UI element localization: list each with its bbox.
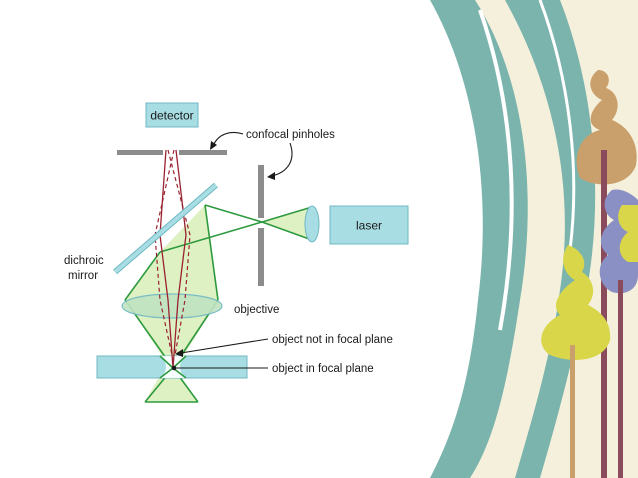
beam-fill-below — [145, 375, 198, 402]
laser-label: laser — [356, 219, 382, 233]
detector-pinhole-plate-right — [179, 150, 227, 155]
decorative-background — [430, 0, 638, 478]
laser-pinhole-plate-top — [258, 165, 264, 218]
teal-swoosh-left — [430, 0, 528, 478]
confocal-pinholes-label: confocal pinholes — [246, 129, 335, 141]
detector-pinhole-plate-left — [117, 150, 163, 155]
emission-rays — [154, 149, 191, 369]
pinhole-arrow-laser — [271, 142, 293, 177]
detector-box — [145, 102, 199, 128]
beam-fill-upper — [125, 205, 218, 300]
detector-label: detector — [150, 109, 193, 123]
laser-beam-fill — [262, 207, 312, 240]
dichroic-label-line2: mirror — [68, 270, 98, 282]
beam-edge-left — [124, 251, 161, 301]
tree-yellow — [541, 245, 611, 478]
objective-lens — [121, 293, 223, 319]
laser-lens — [304, 205, 320, 243]
objective-label: objective — [234, 304, 279, 316]
object-in-focal-plane-label: object in focal plane — [272, 363, 374, 375]
beam-edge-right — [204, 204, 219, 301]
white-swoosh-line — [478, 9, 514, 331]
laser-pinhole-plate-bottom — [258, 228, 264, 286]
white-swoosh-line-2 — [538, 0, 576, 251]
confocal-diagram: detector laser confocal pinholes dichroi… — [64, 102, 409, 403]
tree-yellow-small — [618, 205, 638, 262]
pinhole-arrow-detector — [212, 131, 244, 147]
pointer-not-in-focal-plane — [180, 338, 269, 354]
laser-box — [329, 205, 409, 245]
object-not-in-focal-plane-label: object not in focal plane — [272, 334, 393, 346]
tree-brown — [576, 70, 637, 478]
dichroic-label-line1: dichroic — [64, 255, 104, 267]
teal-swoosh-middle — [505, 0, 596, 478]
